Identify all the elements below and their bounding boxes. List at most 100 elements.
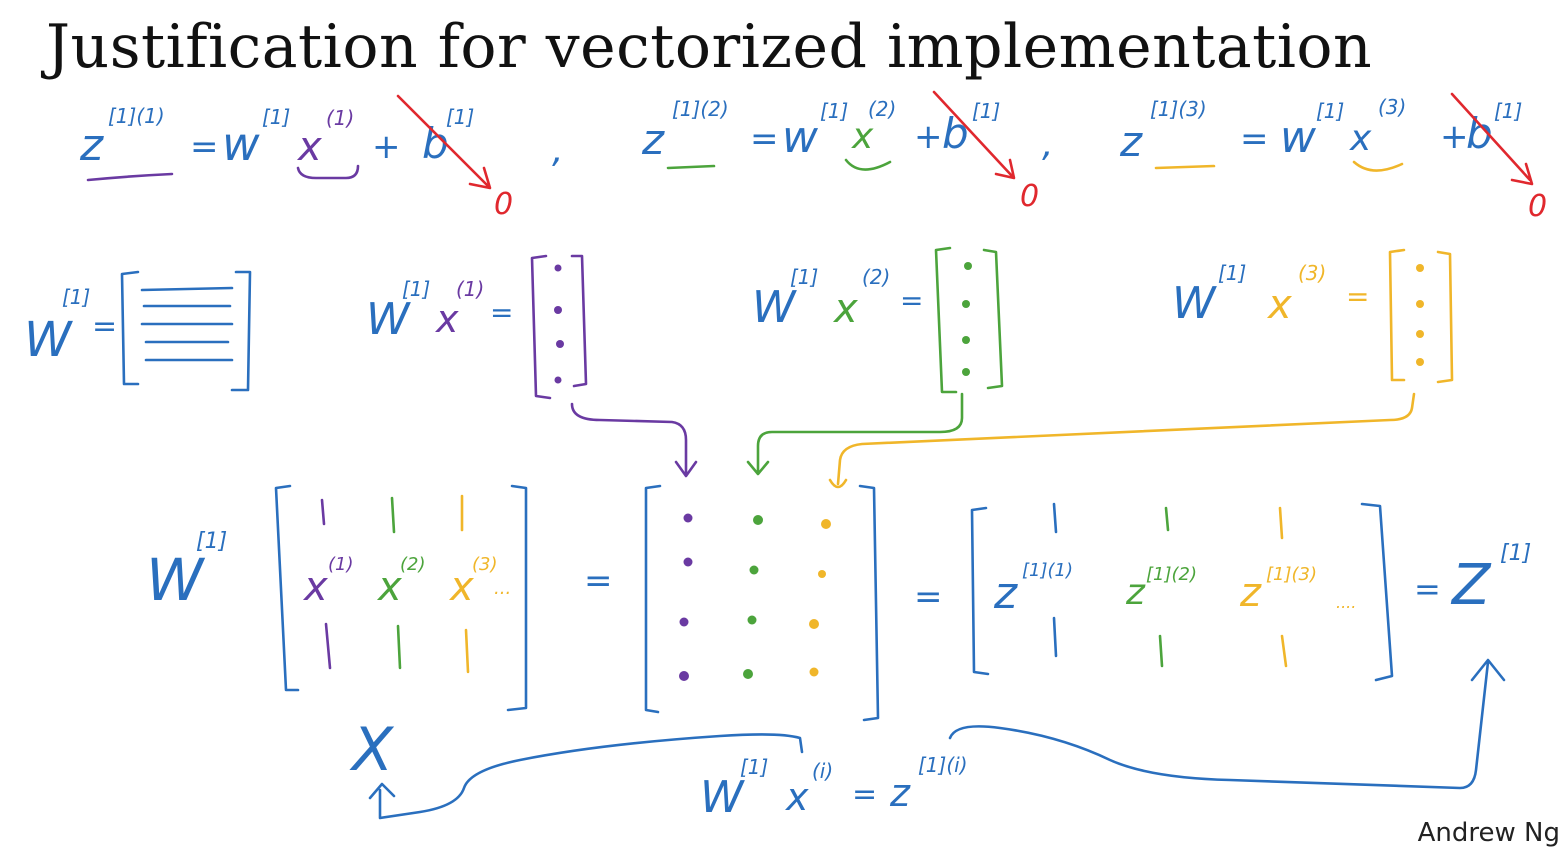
- z-col1-bars: [1052, 502, 1058, 658]
- eq1-plus: +: [372, 127, 401, 167]
- bottom-z-sup: [1](i): [918, 753, 968, 777]
- w-matrix-right-bracket: [230, 270, 252, 392]
- eq3-b-sup: [1]: [1494, 99, 1522, 123]
- eq1-b-sup: [1]: [446, 105, 474, 129]
- z-col2-label: z: [1125, 572, 1146, 613]
- z-matrix-left-bracket: [970, 506, 990, 676]
- eq2-z: z: [641, 115, 665, 164]
- eq1-strike-arrow: [396, 94, 492, 190]
- eq2-plus: +: [914, 117, 943, 157]
- x-ellipsis: ...: [494, 578, 511, 599]
- z-matrix: z [1](1) z [1](2) z [1](3) ....: [970, 502, 1394, 682]
- p3-x: x: [1266, 282, 1292, 328]
- eq3-zero: 0: [1528, 189, 1547, 224]
- eq2-x-sup: (2): [868, 97, 896, 121]
- eq1-zero: 0: [494, 187, 513, 222]
- eq3-x-underline: [1352, 160, 1404, 172]
- eq2-x-underline: [844, 158, 892, 171]
- z-col2-sup: [1](2): [1146, 564, 1197, 585]
- bottom-w-sup: [1]: [740, 755, 768, 779]
- z-col1-sup: [1](1): [1022, 560, 1073, 581]
- bottom-z: z: [889, 771, 911, 815]
- x-matrix-left-bracket: [274, 484, 300, 692]
- p2-x: x: [832, 286, 858, 332]
- equation-3: z [1](3) = w [1] x (3) + b [1] 0: [1119, 92, 1547, 224]
- eq3-x-sup: (3): [1378, 95, 1406, 119]
- p2-right-bracket: [982, 248, 1004, 390]
- z-col1-label: z: [993, 568, 1018, 619]
- p1-right-bracket: [570, 254, 588, 388]
- x-col3-label: x: [448, 564, 474, 610]
- product-3: W [1] x (3) =: [1172, 248, 1454, 384]
- z-col2-bars: [1158, 506, 1170, 668]
- eq1-w-sup: [1]: [262, 105, 290, 129]
- p1-entries: [554, 264, 564, 384]
- big-W: W [1]: [146, 529, 227, 614]
- bottom-x: x: [785, 775, 809, 819]
- eq3-strike-arrow: [1450, 92, 1534, 186]
- eq2-z-underline: [666, 164, 716, 170]
- w-matrix-label: W: [24, 312, 73, 368]
- p3-entries: [1416, 264, 1424, 366]
- p1-w: W: [366, 294, 411, 345]
- result-col3-dots: [809, 519, 831, 677]
- eq2-strike-arrow: [932, 90, 1016, 180]
- z-col3-label: z: [1239, 570, 1262, 616]
- eq1-w: w: [222, 117, 260, 171]
- slide-title: Justification for vectorized implementat…: [46, 12, 1373, 82]
- comma-2: ,: [1042, 124, 1053, 165]
- big-z-sup: [1]: [1500, 541, 1531, 566]
- eq3-plus: +: [1440, 117, 1469, 157]
- x-col3-sup: (3): [472, 554, 498, 575]
- product-1: W [1] x (1) =: [366, 254, 588, 400]
- eq2-w-sup: [1]: [820, 99, 848, 123]
- eq1-z: z: [79, 120, 104, 171]
- bottom-x-sup: (i): [812, 759, 833, 783]
- x-col2-label: x: [376, 564, 402, 610]
- eq3-z-sup: [1](3): [1150, 97, 1207, 121]
- eq2-equals: =: [750, 119, 779, 159]
- x-capital-label: X: [349, 715, 395, 785]
- eq3-x: x: [1349, 118, 1372, 159]
- eq1-z-underline: [86, 172, 174, 182]
- p2-w: W: [752, 282, 797, 333]
- big-w-label: W: [146, 546, 206, 614]
- eq1-x: x: [296, 124, 322, 170]
- p2-w-sup: [1]: [790, 265, 818, 289]
- w-matrix-sup: [1]: [62, 285, 90, 309]
- eq1-x-underline: [296, 164, 360, 180]
- eq3-z: z: [1119, 117, 1143, 166]
- p3-w: W: [1172, 278, 1217, 329]
- eq2-b: b: [942, 109, 969, 158]
- bottom-equation: W [1] x (i) = z [1](i): [700, 753, 968, 823]
- weight-matrix: W [1] =: [24, 270, 252, 392]
- x-col1-sup: (1): [328, 554, 354, 575]
- author-signature: Andrew Ng: [1417, 818, 1560, 848]
- row3-equals-2: =: [914, 577, 943, 617]
- x-col1-label: x: [302, 564, 328, 610]
- eq1-z-sup: [1](1): [108, 104, 165, 128]
- w-matrix-equals: =: [92, 309, 117, 344]
- p3-w-sup: [1]: [1218, 261, 1246, 285]
- eq3-w: w: [1280, 112, 1317, 163]
- p1-left-bracket: [530, 254, 552, 400]
- z-col3-sup: [1](3): [1266, 564, 1317, 585]
- p3-x-sup: (3): [1298, 261, 1326, 285]
- x-matrix-right-bracket: [506, 484, 528, 712]
- row3-equals-1: =: [584, 561, 613, 601]
- bottom-w: W: [700, 772, 745, 823]
- equation-2: z [1](2) = w [1] x (2) + b [1] 0: [641, 90, 1039, 214]
- x-col3-bars: [460, 494, 470, 674]
- row3-equals-3: =: [1414, 570, 1441, 608]
- comma-1: ,: [552, 130, 563, 171]
- arrow-col3: [828, 392, 1416, 489]
- p2-x-sup: (2): [862, 265, 890, 289]
- eq3-z-underline: [1154, 164, 1216, 170]
- eq2-x: x: [851, 116, 874, 157]
- product-2: W [1] x (2) =: [752, 246, 1004, 394]
- x-col1-bars: [320, 498, 332, 670]
- x-col2-bars: [390, 496, 402, 670]
- result-col2-dots: [743, 515, 763, 679]
